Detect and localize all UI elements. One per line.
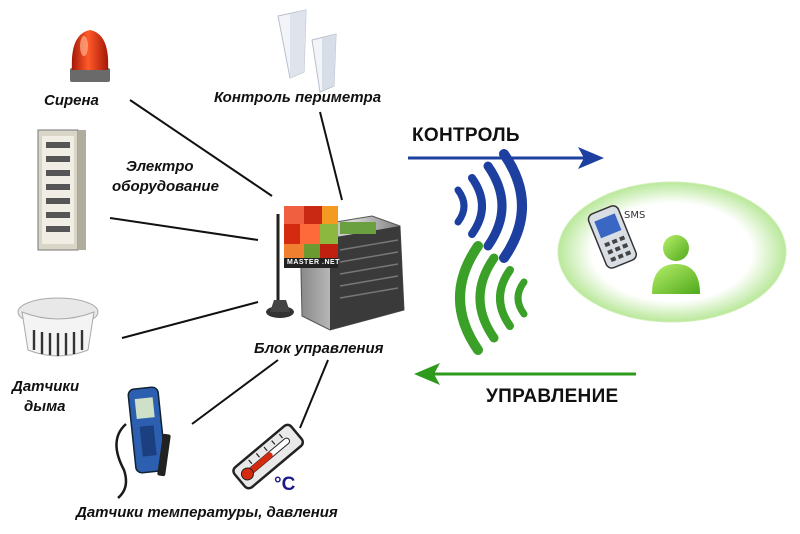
line-meter: [191, 359, 279, 425]
handheld-meter-icon: [115, 386, 171, 499]
siren-icon: [70, 30, 110, 82]
label-perimeter: Контроль периметра: [214, 89, 382, 106]
label-smoke-line1: Датчики: [12, 378, 80, 395]
label-celsius: °C: [274, 474, 296, 495]
signal-waves-out: [454, 149, 527, 263]
management-arrow: [414, 363, 636, 385]
label-control: КОНТРОЛЬ: [412, 125, 520, 146]
door-sensor-icon: [277, 9, 337, 93]
label-brand: MASTER .NET: [287, 259, 340, 266]
user-icon: [652, 235, 700, 294]
label-electro-line1: Электро: [126, 158, 194, 175]
thermometer-icon: [232, 423, 305, 490]
label-sms: SMS: [624, 210, 646, 221]
label-control-unit: Блок управления: [254, 340, 384, 357]
smoke-detector-icon: [17, 297, 99, 357]
label-temperature: Датчики температуры, давления: [76, 504, 338, 521]
line-smoke: [121, 301, 259, 339]
label-smoke-line2: дыма: [24, 398, 66, 415]
brand-logo-mosaic: [284, 206, 338, 268]
line-electro: [109, 217, 259, 241]
receiver-group: [557, 181, 787, 323]
line-perimeter: [319, 111, 343, 201]
label-management: УПРАВЛЕНИЕ: [486, 386, 619, 407]
mobile-phone-icon: [587, 205, 638, 269]
line-thermo: [299, 359, 329, 429]
label-electro-line2: оборудование: [112, 178, 219, 195]
label-siren: Сирена: [44, 92, 99, 109]
control-arrow: [408, 147, 604, 169]
signal-waves-in: [455, 241, 528, 355]
line-siren: [129, 99, 273, 197]
connector-lines: [109, 99, 343, 429]
electrical-cabinet-icon: [37, 129, 86, 251]
